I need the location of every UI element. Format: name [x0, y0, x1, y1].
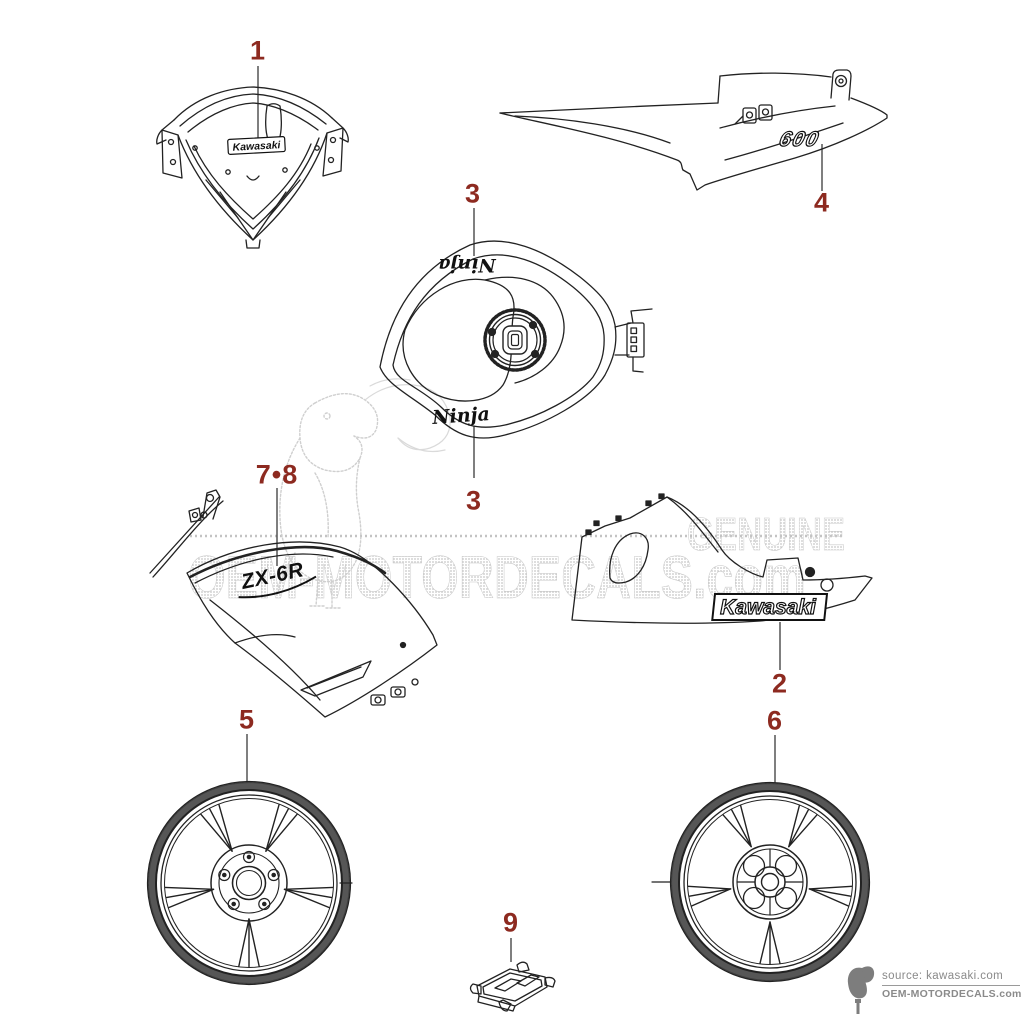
tail-600-decal: 600	[776, 127, 823, 152]
callout-3-tank-upper: 3	[464, 178, 482, 209]
front-wheel-spokes	[164, 803, 334, 968]
callout-5-front-wheel: 5	[238, 704, 256, 735]
part-tail-cover-illustration: 600	[499, 69, 888, 191]
svg-text:600: 600	[777, 127, 822, 151]
attribution-block: source: kawasaki.com OEM-MOTORDECALS.com	[842, 964, 1024, 1016]
lower-fairing-kawasaki-decal: Kawasaki	[711, 593, 829, 621]
callout-3-tank-lower: 3	[465, 485, 483, 516]
part-side-fairing-illustration: ZX-6R	[149, 489, 438, 718]
callout-9-bracket: 9	[502, 907, 520, 938]
svg-text:ZX-6R: ZX-6R	[238, 558, 306, 594]
rear-wheel-hub	[732, 844, 808, 920]
tank-ninja-decal-upper: Ninja	[438, 254, 497, 276]
watermark-toucan-sketch	[277, 378, 451, 609]
part-front-wheel-illustration	[146, 780, 353, 986]
callout-2-lower-fairing: 2	[771, 668, 789, 699]
front-wheel-hub	[210, 844, 288, 922]
callout-4-tail-cover: 4	[813, 187, 831, 218]
watermark-site-text: OEM-MOTORDECALS.com	[188, 544, 806, 611]
part-fuel-tank-illustration: Ninja Ninja	[379, 240, 653, 439]
watermark-genuine-text: GENUINE	[687, 508, 845, 560]
oem-motordecals-logo-icon	[847, 966, 875, 1014]
svg-text:Kawasaki: Kawasaki	[720, 596, 817, 619]
attribution-source-text: source: kawasaki.com	[882, 970, 1004, 982]
fuel-cap	[483, 308, 547, 372]
callout-7-8-side-fairing: 7•8	[255, 459, 299, 490]
svg-text:Ninja: Ninja	[431, 403, 491, 429]
svg-text:Ninja: Ninja	[438, 254, 497, 276]
attribution-site-text: OEM-MOTORDECALS.com	[882, 988, 1022, 1000]
rear-wheel-spokes	[687, 804, 853, 965]
part-rear-wheel-illustration	[651, 781, 871, 983]
callout-1-front-cowl: 1	[249, 35, 267, 66]
callout-6-rear-wheel: 6	[766, 705, 784, 736]
attribution-divider	[882, 985, 1020, 986]
part-bracket-illustration	[469, 961, 556, 1012]
part-lower-fairing-illustration: Kawasaki	[571, 493, 873, 624]
svg-text:Kawasaki: Kawasaki	[232, 139, 282, 154]
front-cowl-kawasaki-decal: Kawasaki	[227, 135, 286, 155]
part-front-cowl-illustration: Kawasaki	[156, 86, 349, 249]
tank-ninja-decal-lower: Ninja	[431, 403, 491, 429]
